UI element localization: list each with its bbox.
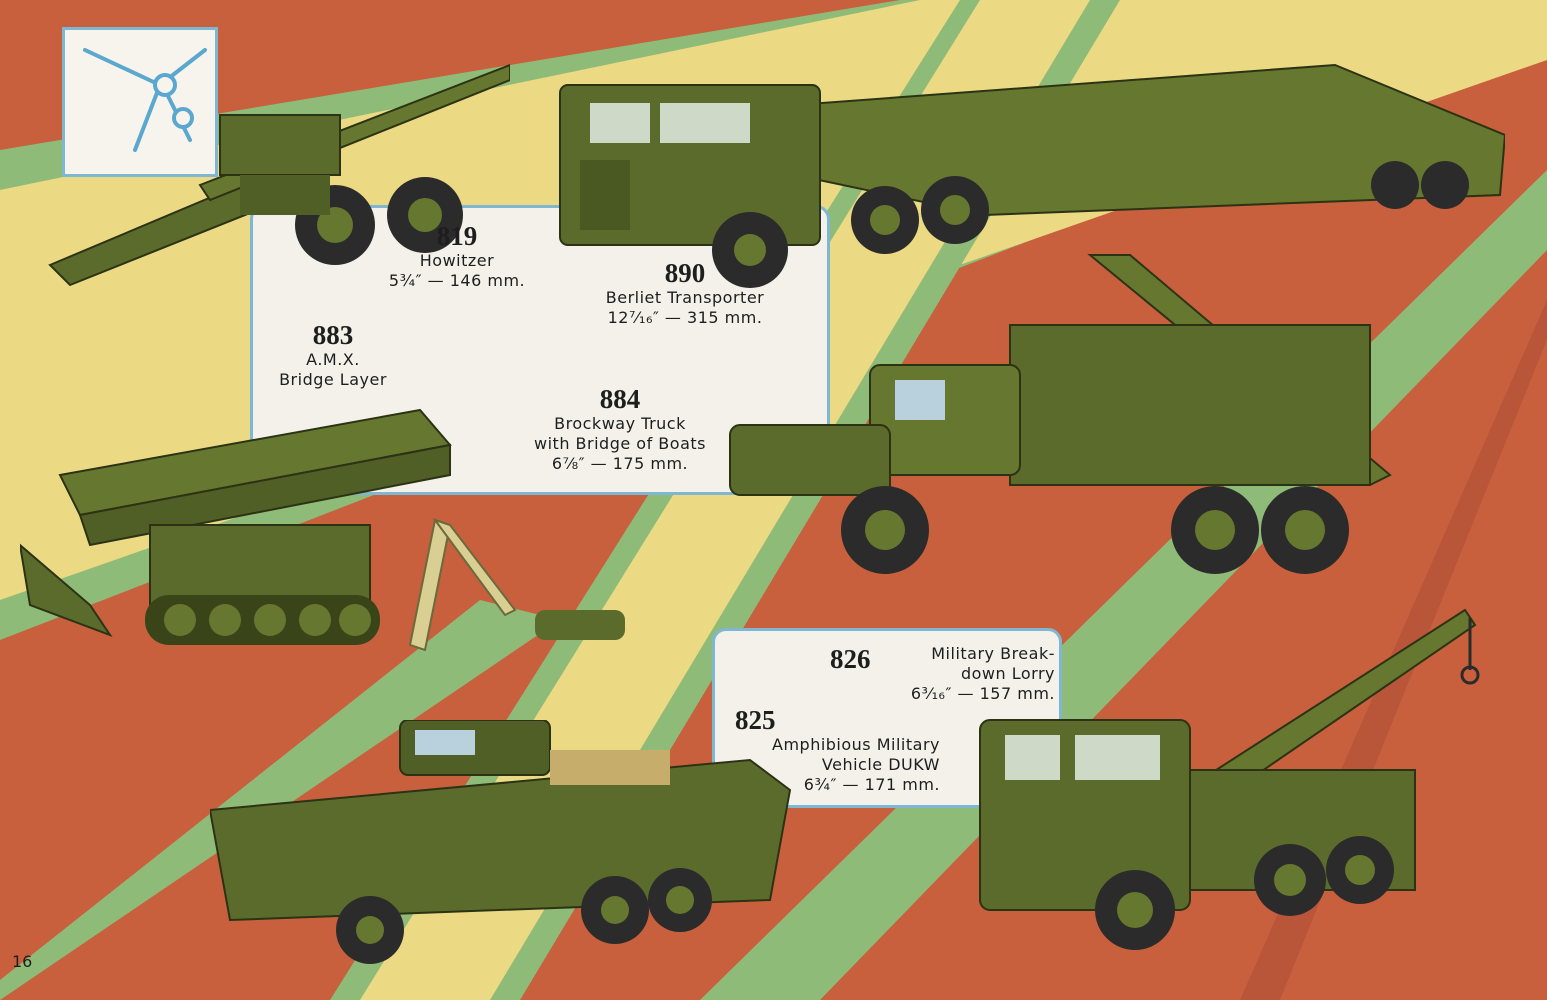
model-name: Military Break- (931, 644, 1055, 663)
dukw-model (210, 720, 792, 964)
model-number: 825 (735, 705, 776, 735)
label-825-dukw: 825 Amphibious Military Vehicle DUKW 6¾″… (735, 705, 940, 795)
model-name: Berliet Transporter (605, 288, 765, 307)
amx-bridge-layer-model (20, 408, 452, 645)
model-name: Amphibious Military (772, 735, 940, 754)
berliet-transporter-model (559, 63, 1505, 288)
model-name: Bridge Layer (279, 370, 387, 389)
howitzer-diagram-inset (62, 27, 218, 177)
model-number: 819 (436, 221, 478, 251)
model-size: 6³⁄₁₆″ — 157 mm. (910, 684, 1055, 703)
model-number: 883 (312, 320, 354, 350)
howitzer-model (48, 63, 510, 287)
bridge-layer-sketch (408, 518, 625, 652)
page-number: 16 (12, 952, 33, 971)
model-size: 6⅞″ — 175 mm. (551, 454, 689, 473)
model-name: down Lorry (960, 664, 1055, 683)
model-number: 884 (599, 384, 641, 414)
model-number: 826 (830, 644, 871, 674)
breakdown-lorry-model (979, 608, 1480, 950)
model-name: Vehicle DUKW (821, 755, 940, 774)
label-819-howitzer: 819 Howitzer 5¾″ — 146 mm. (372, 221, 542, 291)
label-884-brockway-truck: 884 Brockway Truck with Bridge of Boats … (500, 384, 740, 474)
model-name: Brockway Truck (554, 414, 686, 433)
label-826-breakdown-lorry: 826 Military Break- down Lorry 6³⁄₁₆″ — … (825, 644, 1055, 704)
model-size: 6¾″ — 171 mm. (803, 775, 940, 794)
label-883-amx-bridge-layer: 883 A.M.X. Bridge Layer (248, 320, 418, 390)
howitzer-diagram-icon (83, 48, 207, 152)
model-size: 12⁷⁄₁₆″ — 315 mm. (607, 308, 763, 327)
brockway-truck-model (729, 254, 1392, 574)
model-name: A.M.X. (306, 350, 360, 369)
model-number: 890 (664, 258, 706, 288)
model-size: 5¾″ — 146 mm. (388, 271, 526, 290)
model-name: Howitzer (419, 251, 495, 270)
label-890-berliet-transporter: 890 Berliet Transporter 12⁷⁄₁₆″ — 315 mm… (575, 258, 795, 328)
model-name: with Bridge of Boats (534, 434, 706, 453)
